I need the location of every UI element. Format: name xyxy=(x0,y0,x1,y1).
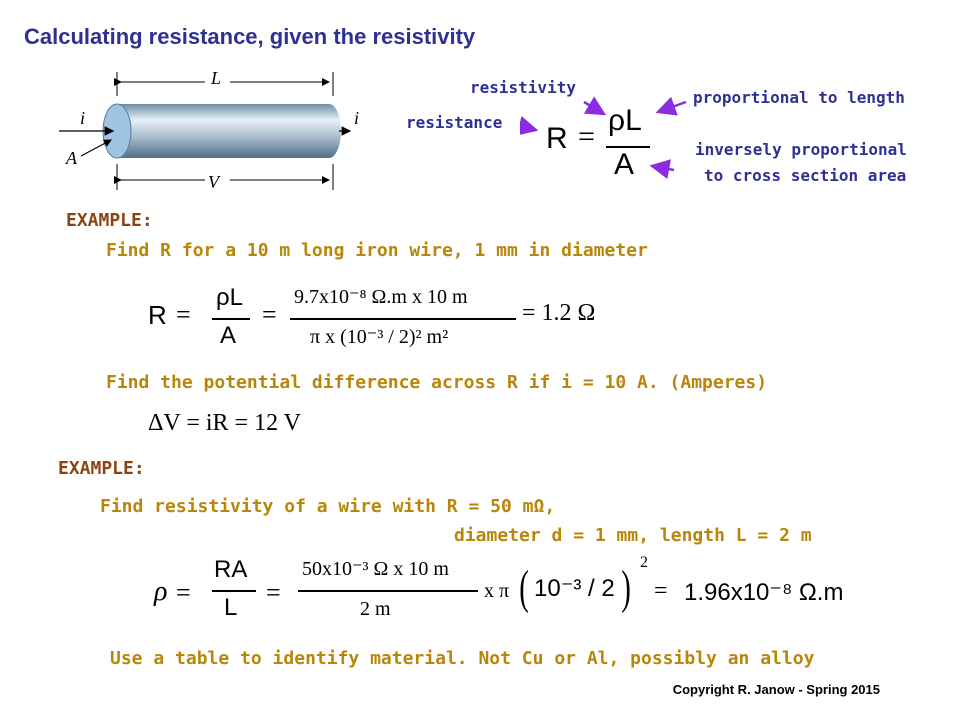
ex1-frac1-bar xyxy=(212,318,250,320)
ex2-frac2-den: 2 m xyxy=(360,598,391,620)
cylinder-body xyxy=(117,104,341,158)
ex2-paren-expr: 10⁻³ / 2 xyxy=(534,575,615,602)
ex2-eq3: = xyxy=(654,578,668,604)
ex1-result-value: 1.2 Ω xyxy=(541,300,596,326)
ex2-eq1: = xyxy=(176,578,191,607)
ex1-eq1: = xyxy=(176,300,191,329)
formula-bar xyxy=(606,146,650,148)
ex2-times-pi: x π xyxy=(484,580,510,602)
example1-prompt2: Find the potential difference across R i… xyxy=(106,372,768,393)
formula-num: ρL xyxy=(608,104,642,137)
label-proportional: proportional to length xyxy=(693,88,905,107)
page-title: Calculating resistance, given the resist… xyxy=(24,24,476,49)
example2-heading: EXAMPLE: xyxy=(58,458,145,479)
label-A: A xyxy=(66,148,77,168)
ex2-eq2: = xyxy=(266,578,281,607)
ex1-frac1-num: ρL xyxy=(216,284,243,311)
ex1-frac2-num: 9.7x10⁻⁸ Ω.m x 10 m xyxy=(294,286,468,308)
cylinder-figure xyxy=(59,72,352,190)
ex2-result: 1.96x10⁻⁸ Ω.m xyxy=(684,579,844,606)
ex2-paren-left: ( xyxy=(519,561,529,614)
label-resistivity: resistivity xyxy=(470,78,576,97)
ex1-frac2-den: π x (10⁻³ / 2)² m² xyxy=(310,326,449,348)
label-V: V xyxy=(208,172,219,192)
ex2-frac1-num: RA xyxy=(214,556,248,583)
label-inverse-1: inversely proportional xyxy=(695,140,907,159)
example1-heading: EXAMPLE: xyxy=(66,210,153,231)
label-inverse-2: to cross section area xyxy=(704,166,907,185)
example2-conclusion: Use a table to identify material. Not Cu… xyxy=(110,648,815,669)
ex2-frac1-den: L xyxy=(224,594,238,621)
formula-den: A xyxy=(614,148,635,181)
ex1-frac1-den: A xyxy=(220,322,237,349)
formula-equals: = xyxy=(578,120,595,153)
ex2-paren-right: ) xyxy=(621,561,631,614)
label-resistance: resistance xyxy=(406,113,503,132)
copyright: Copyright R. Janow - Spring 2015 xyxy=(672,682,880,697)
ex1-frac2-bar xyxy=(290,318,516,320)
ex2-frac2-bar xyxy=(298,590,478,592)
ex2-paren-exp: 2 xyxy=(640,554,648,571)
example2-prompt-1: Find resistivity of a wire with R = 50 m… xyxy=(100,496,556,517)
example1-prompt: Find R for a 10 m long iron wire, 1 mm i… xyxy=(106,240,648,261)
ex1-dv-equation: ΔV = iR = 12 V xyxy=(148,410,301,436)
formula-R: R xyxy=(546,122,568,155)
label-L: L xyxy=(211,68,222,88)
ex2-lhs: ρ xyxy=(154,576,168,607)
ex1-lhs: R xyxy=(148,300,167,330)
ex2-frac2-num: 50x10⁻³ Ω x 10 m xyxy=(302,558,449,580)
label-i-right: i xyxy=(354,108,360,128)
formula-arrows xyxy=(520,96,687,179)
ex1-eq2: = xyxy=(262,300,277,329)
ex1-result: = 1.2 Ω xyxy=(522,300,596,326)
ex2-frac1-bar xyxy=(212,590,256,592)
label-i-left: i xyxy=(80,108,86,128)
example2-prompt-2: diameter d = 1 mm, length L = 2 m xyxy=(454,525,812,546)
